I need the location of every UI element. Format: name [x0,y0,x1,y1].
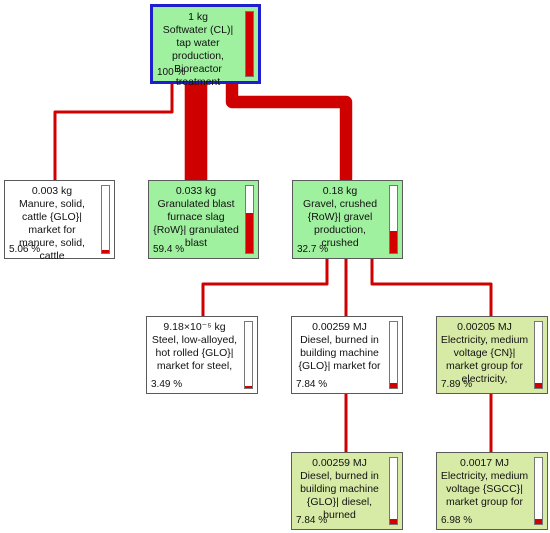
node-share-bar [244,321,253,389]
node-electricity-sgcc[interactable]: 0.0017 MJ Electricity, medium voltage {S… [436,452,548,530]
node-text: 0.00259 MJ Diesel, burned in building ma… [295,321,384,373]
node-share-bar [534,321,543,389]
share-bar-fill [390,382,397,388]
node-text: 9.18×10⁻⁵ kg Steel, low-alloyed, hot rol… [150,321,239,373]
node-electricity-cn[interactable]: 0.00205 MJ Electricity, medium voltage {… [436,316,548,394]
node-label: Softwater (CL)| tap water production, Bi… [162,24,234,88]
node-granulated-slag[interactable]: 0.033 kg Granulated blast furnace slag {… [148,180,259,259]
node-amount: 9.18×10⁻⁵ kg [163,321,226,333]
node-share-bar [389,321,398,389]
node-steel-low-alloyed[interactable]: 9.18×10⁻⁵ kg Steel, low-alloyed, hot rol… [146,316,258,394]
node-percent: 7.89 % [441,379,473,390]
node-diesel-market[interactable]: 0.00259 MJ Diesel, burned in building ma… [291,316,403,394]
node-amount: 0.003 kg [31,185,73,197]
node-share-bar [389,185,398,254]
node-share-bar [389,457,398,525]
node-label: Granulated blast furnace slag {RoW}| gra… [153,198,239,249]
node-diesel-burned[interactable]: 0.00259 MJ Diesel, burned in building ma… [291,452,403,530]
node-label: Diesel, burned in building machine {GLO}… [300,470,379,521]
node-label: Manure, solid, cattle {GLO}| market for … [19,198,85,262]
node-text: 0.003 kg Manure, solid, cattle {GLO}| ma… [8,185,96,263]
node-label: Electricity, medium voltage {CN}| market… [440,334,529,385]
node-softwater[interactable]: 1 kg Softwater (CL)| tap water productio… [150,4,261,88]
node-text: 1 kg Softwater (CL)| tap water productio… [156,11,240,89]
node-text: 0.033 kg Granulated blast furnace slag {… [152,185,240,250]
node-share-bar [245,185,254,254]
node-label: Electricity, medium voltage {SGCC}| mark… [440,470,529,508]
node-amount: 0.00205 MJ [457,321,512,333]
node-share-bar [101,185,110,254]
node-amount: 0.18 kg [322,185,358,197]
node-amount: 0.0017 MJ [459,457,510,469]
node-percent: 7.84 % [296,379,328,390]
flow-link-n6-n3 [370,259,493,316]
share-bar-fill [245,385,252,388]
node-percent: 6.98 % [441,515,473,526]
node-percent: 59.4 % [153,244,185,255]
node-percent: 32.7 % [297,244,329,255]
share-bar-fill [246,213,253,253]
node-share-bar [245,11,254,77]
node-share-bar [534,457,543,525]
node-label: Steel, low-alloyed, hot rolled {GLO}| ma… [151,334,238,372]
share-bar-fill [535,382,542,388]
node-amount: 1 kg [188,11,208,23]
node-text: 0.00205 MJ Electricity, medium voltage {… [440,321,529,386]
node-text: 0.00259 MJ Diesel, burned in building ma… [295,457,384,522]
node-label: Gravel, crushed {RoW}| gravel production… [302,198,378,249]
node-text: 0.0017 MJ Electricity, medium voltage {S… [440,457,529,509]
node-percent: 7.84 % [296,515,328,526]
node-amount: 0.033 kg [175,185,217,197]
flow-link-n1-n0 [53,84,174,180]
share-bar-fill [390,231,397,253]
node-percent: 5.06 % [9,244,41,255]
node-text: 0.18 kg Gravel, crushed {RoW}| gravel pr… [296,185,384,250]
node-amount: 0.00259 MJ [312,321,367,333]
node-manure[interactable]: 0.003 kg Manure, solid, cattle {GLO}| ma… [4,180,115,262]
share-bar-fill [102,249,109,253]
node-percent: 3.49 % [151,379,183,390]
node-label: Diesel, burned in building machine {GLO}… [298,334,381,372]
share-bar-fill [390,518,397,524]
node-gravel-crushed[interactable]: 0.18 kg Gravel, crushed {RoW}| gravel pr… [292,180,403,259]
flow-link-n4-n3 [201,259,329,316]
flow-link-n3-n0 [225,84,353,180]
share-bar-fill [246,12,253,76]
node-percent: 100 % [157,67,186,78]
node-amount: 0.00259 MJ [312,457,367,469]
share-bar-fill [535,519,542,524]
